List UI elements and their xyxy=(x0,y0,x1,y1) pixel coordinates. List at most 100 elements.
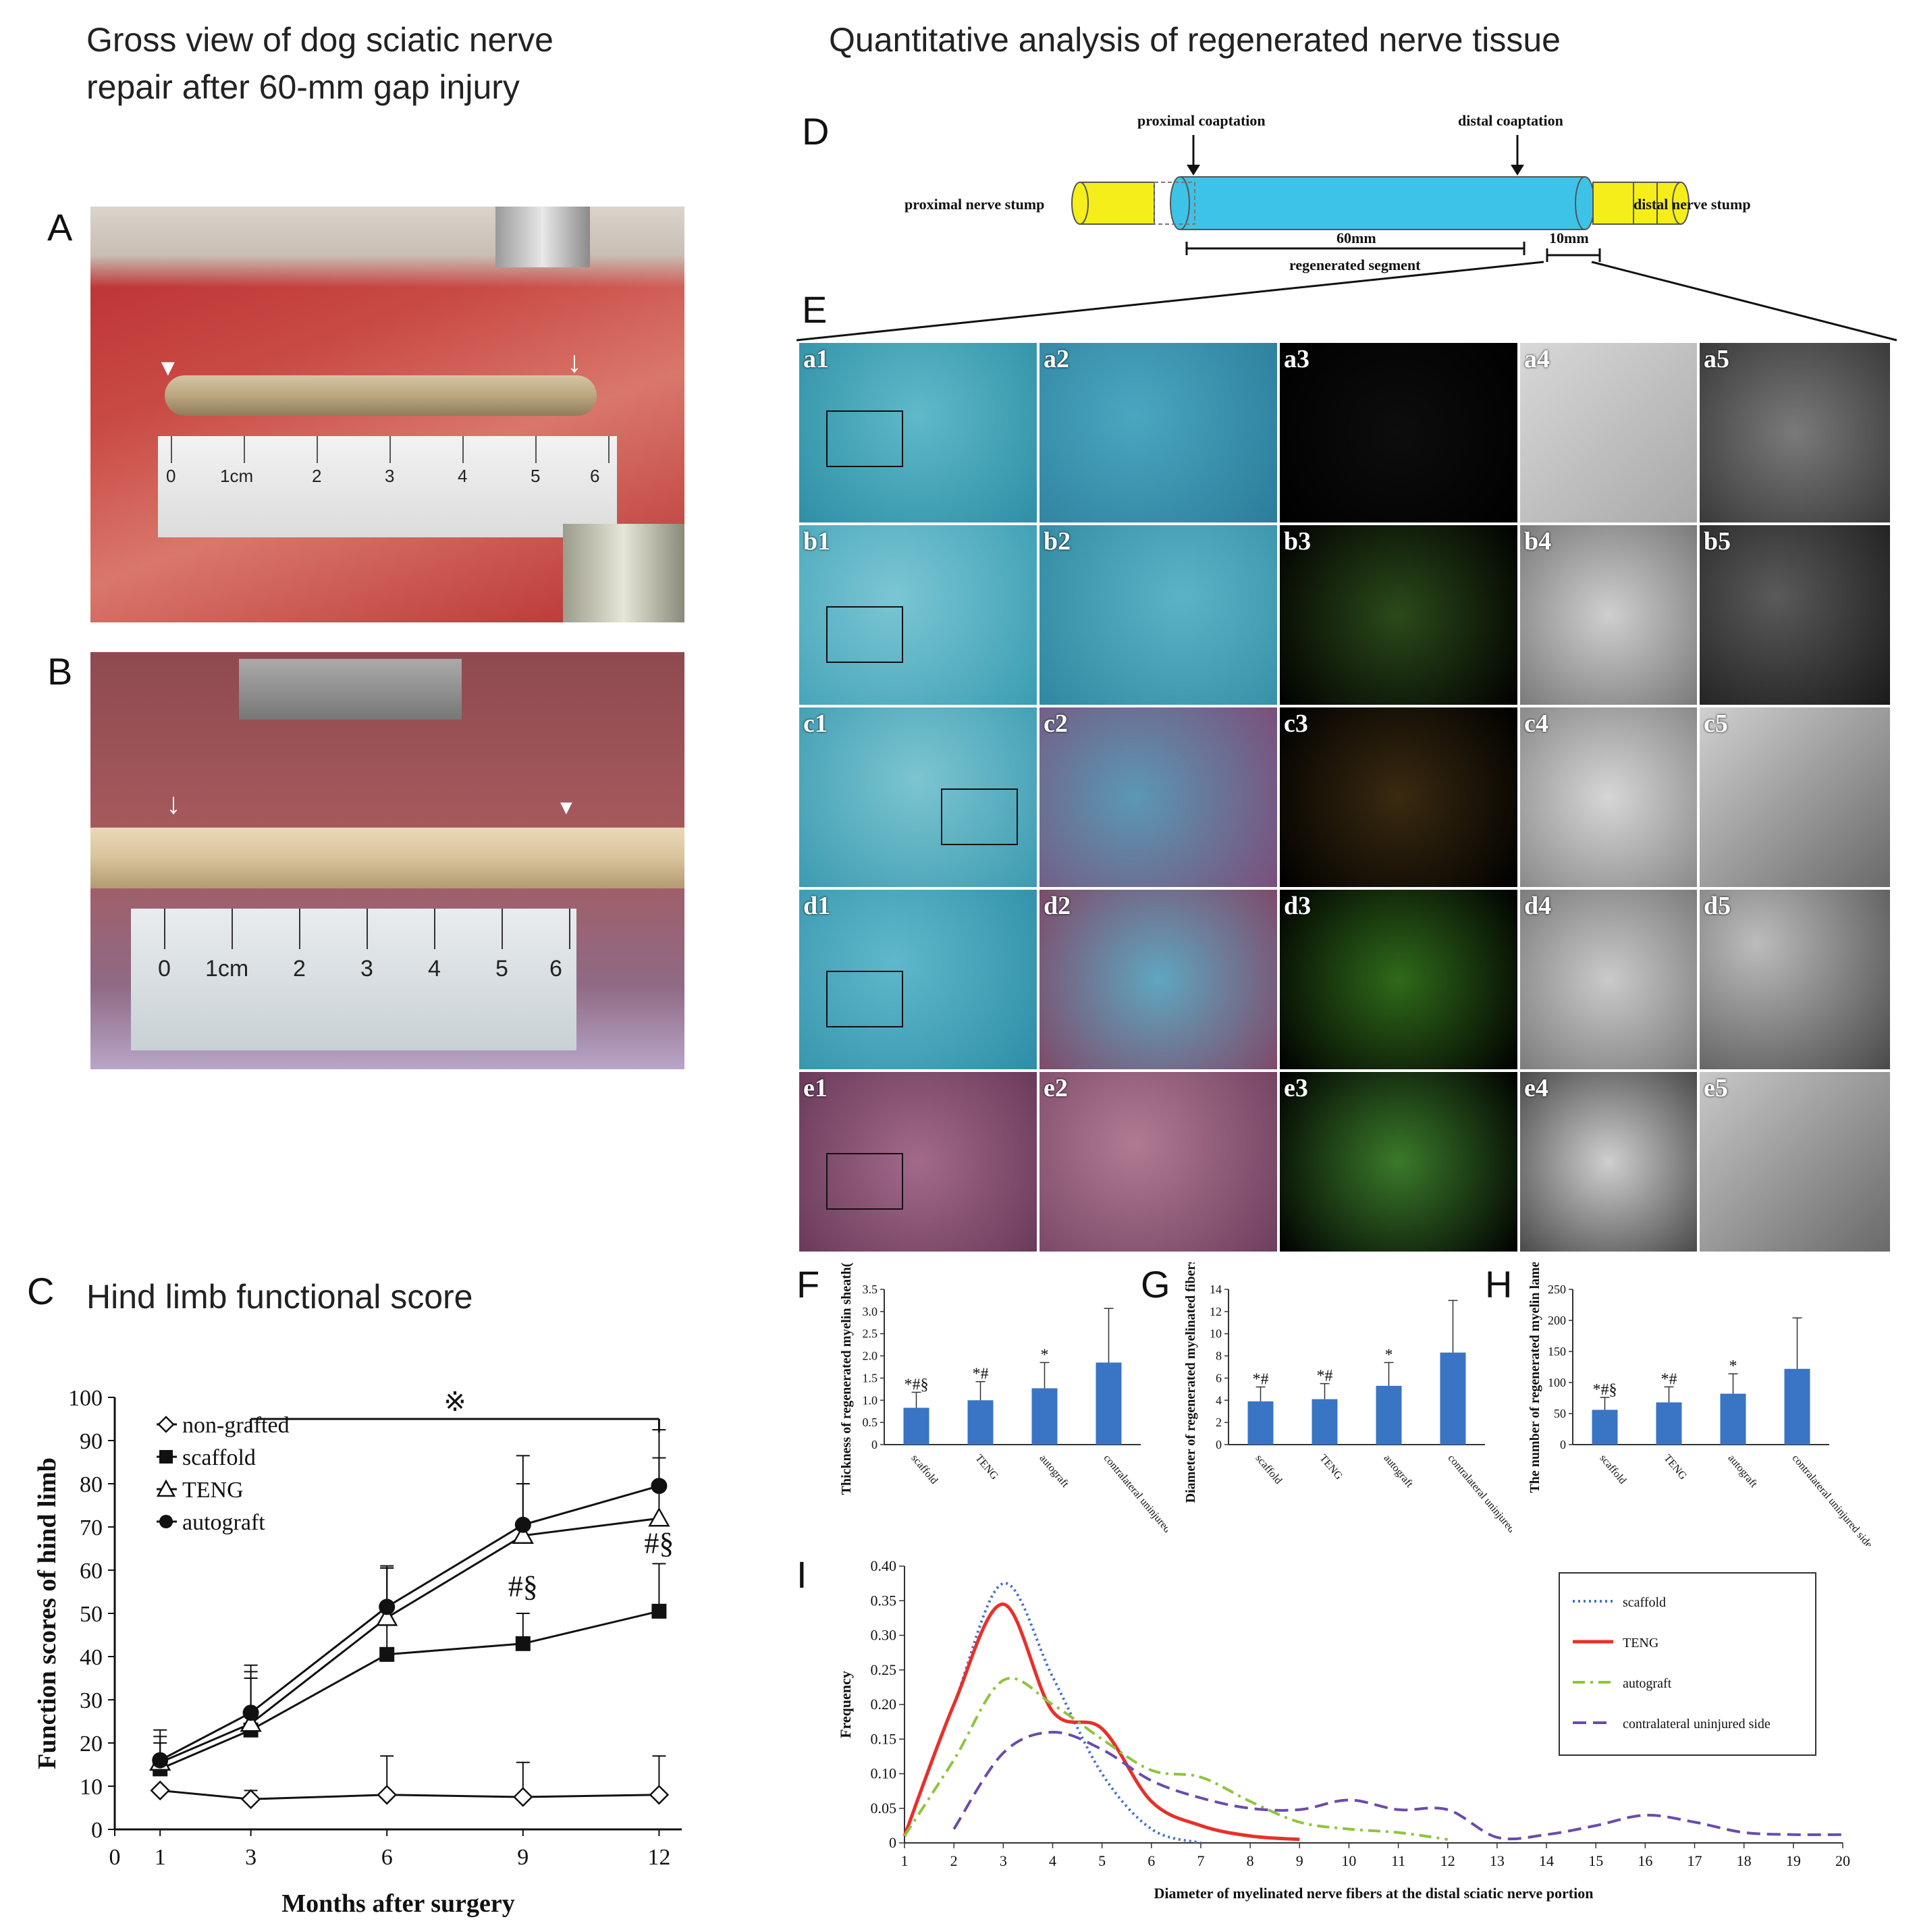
i-xtick-label: 14 xyxy=(1539,1852,1554,1869)
histology-tile: e1 xyxy=(799,1072,1037,1252)
c-sig-mark: #§ xyxy=(644,1526,674,1559)
i-ytick-label: 0.15 xyxy=(871,1730,897,1747)
bar-ytick-label: 3.0 xyxy=(863,1305,878,1318)
label-proximal-stump: proximal nerve stump xyxy=(905,196,1044,213)
i-xlabel: Diameter of myelinated nerve fibers at t… xyxy=(1154,1885,1594,1902)
ruler-b-3: 3 xyxy=(360,956,373,982)
bar-ytick-label: 10 xyxy=(1210,1327,1222,1341)
tile-label: c1 xyxy=(803,709,828,738)
label-regenerated-segment: regenerated segment xyxy=(1289,257,1421,273)
c-point xyxy=(376,1606,398,1626)
i-xtick-label: 16 xyxy=(1638,1852,1652,1869)
panel-label-b: B xyxy=(47,650,73,693)
bar-category-label: scaffold xyxy=(909,1453,940,1486)
panel-b-harvest-photo: 0 1cm 2 3 4 5 6 ↓ ▼ xyxy=(90,652,684,1069)
c-point xyxy=(379,1599,396,1615)
bar-ytick-label: 0 xyxy=(871,1438,878,1451)
i-series-line xyxy=(952,1730,1843,1841)
c-point xyxy=(648,1507,670,1527)
i-legend-box xyxy=(1559,1572,1816,1756)
bar-ytick-label: 150 xyxy=(1548,1345,1566,1358)
bar xyxy=(903,1407,929,1445)
bar-ytick-label: 14 xyxy=(1210,1283,1222,1296)
bar-category-label: TENG xyxy=(973,1453,1000,1482)
tile-label: d1 xyxy=(803,892,831,920)
c-point xyxy=(150,1780,170,1801)
i-ytick-label: 0 xyxy=(889,1834,896,1851)
arrowhead-icon: ▼ xyxy=(556,797,576,819)
bar-ytick-label: 8 xyxy=(1216,1349,1222,1363)
retractor xyxy=(495,207,590,267)
zoom-box xyxy=(826,606,903,663)
c-point xyxy=(512,1524,534,1545)
ruler-a-2: 2 xyxy=(312,466,322,486)
histology-tile: e3 xyxy=(1280,1072,1517,1252)
tile-label: c3 xyxy=(1284,709,1308,738)
c-legend-marker xyxy=(157,1416,175,1433)
tile-label: e1 xyxy=(803,1074,828,1102)
tile-label: e5 xyxy=(1704,1074,1728,1102)
ruler-a-6: 6 xyxy=(590,466,600,486)
c-series-line xyxy=(160,1789,659,1800)
c-xtick-label: 6 xyxy=(381,1845,393,1870)
ruler-b-2: 2 xyxy=(293,956,306,982)
tile-label: a3 xyxy=(1284,345,1310,373)
i-xtick-label: 6 xyxy=(1148,1852,1155,1869)
histology-tile: d3 xyxy=(1280,890,1517,1069)
bar-category-label: autograft xyxy=(1381,1453,1415,1491)
c-ytick-label: 80 xyxy=(80,1472,103,1497)
right-header: Quantitative analysis of regenerated ner… xyxy=(829,21,1561,59)
tile-label: a2 xyxy=(1044,345,1069,373)
tile-label: d4 xyxy=(1524,892,1552,920)
tile-label: d5 xyxy=(1704,892,1731,920)
c-legend-label: scaffold xyxy=(182,1445,256,1470)
panel-label-g: G xyxy=(1141,1263,1170,1306)
i-legend-label: contralateral uninjured side xyxy=(1623,1717,1771,1732)
histology-tile: d5 xyxy=(1700,890,1890,1069)
c-point xyxy=(649,1785,670,1805)
bar-sig-label: *# xyxy=(1661,1370,1677,1388)
tile-label: b2 xyxy=(1044,527,1071,556)
bar-category-label: autograft xyxy=(1725,1453,1760,1491)
tile-label: b1 xyxy=(803,527,831,556)
zoom-box xyxy=(826,1153,903,1210)
bar xyxy=(1440,1352,1466,1445)
i-series-line xyxy=(903,1582,1202,1844)
bar-ylabel: Diameter of regenerated myelinated fiber… xyxy=(1183,1262,1198,1503)
c-ytick-label: 10 xyxy=(80,1775,103,1800)
bar-category-label: contralateral uninjured side xyxy=(1101,1453,1168,1546)
c-ytick-label: 60 xyxy=(80,1559,103,1584)
bar-category-label: autograft xyxy=(1037,1453,1071,1491)
i-ytick-label: 0.20 xyxy=(871,1696,897,1713)
panel-label-d: D xyxy=(802,110,830,153)
c-ytick-label: 70 xyxy=(80,1515,103,1540)
c-point xyxy=(651,1478,668,1495)
tile-label: e3 xyxy=(1284,1074,1308,1102)
zoom-lines xyxy=(796,261,1897,342)
histology-tile: e5 xyxy=(1700,1072,1890,1252)
i-xtick-label: 9 xyxy=(1296,1852,1303,1869)
histology-tile: e2 xyxy=(1040,1072,1277,1252)
i-xtick-label: 15 xyxy=(1588,1852,1603,1869)
c-ytick-label: 30 xyxy=(80,1688,103,1713)
c-legend-marker xyxy=(159,1515,173,1528)
bar xyxy=(967,1400,994,1445)
bar xyxy=(1312,1399,1338,1445)
c-point xyxy=(240,1712,262,1732)
c-xtick-label: 12 xyxy=(647,1845,670,1870)
c-xtick-label: 1 xyxy=(155,1845,166,1870)
c-bracket-symbol: ※ xyxy=(443,1387,466,1417)
bar-ytick-label: 200 xyxy=(1548,1314,1566,1327)
zoom-box xyxy=(826,410,903,467)
i-xtick-label: 4 xyxy=(1049,1852,1056,1869)
bar-sig-label: * xyxy=(1385,1346,1393,1364)
c-xtick-label: 3 xyxy=(245,1845,256,1870)
i-xtick-label: 10 xyxy=(1341,1852,1356,1869)
arrowhead-icon: ▼ xyxy=(157,355,180,381)
i-ytick-label: 0.35 xyxy=(871,1592,897,1609)
c-xtick-label: 9 xyxy=(517,1845,529,1870)
i-xtick-label: 19 xyxy=(1786,1852,1801,1869)
